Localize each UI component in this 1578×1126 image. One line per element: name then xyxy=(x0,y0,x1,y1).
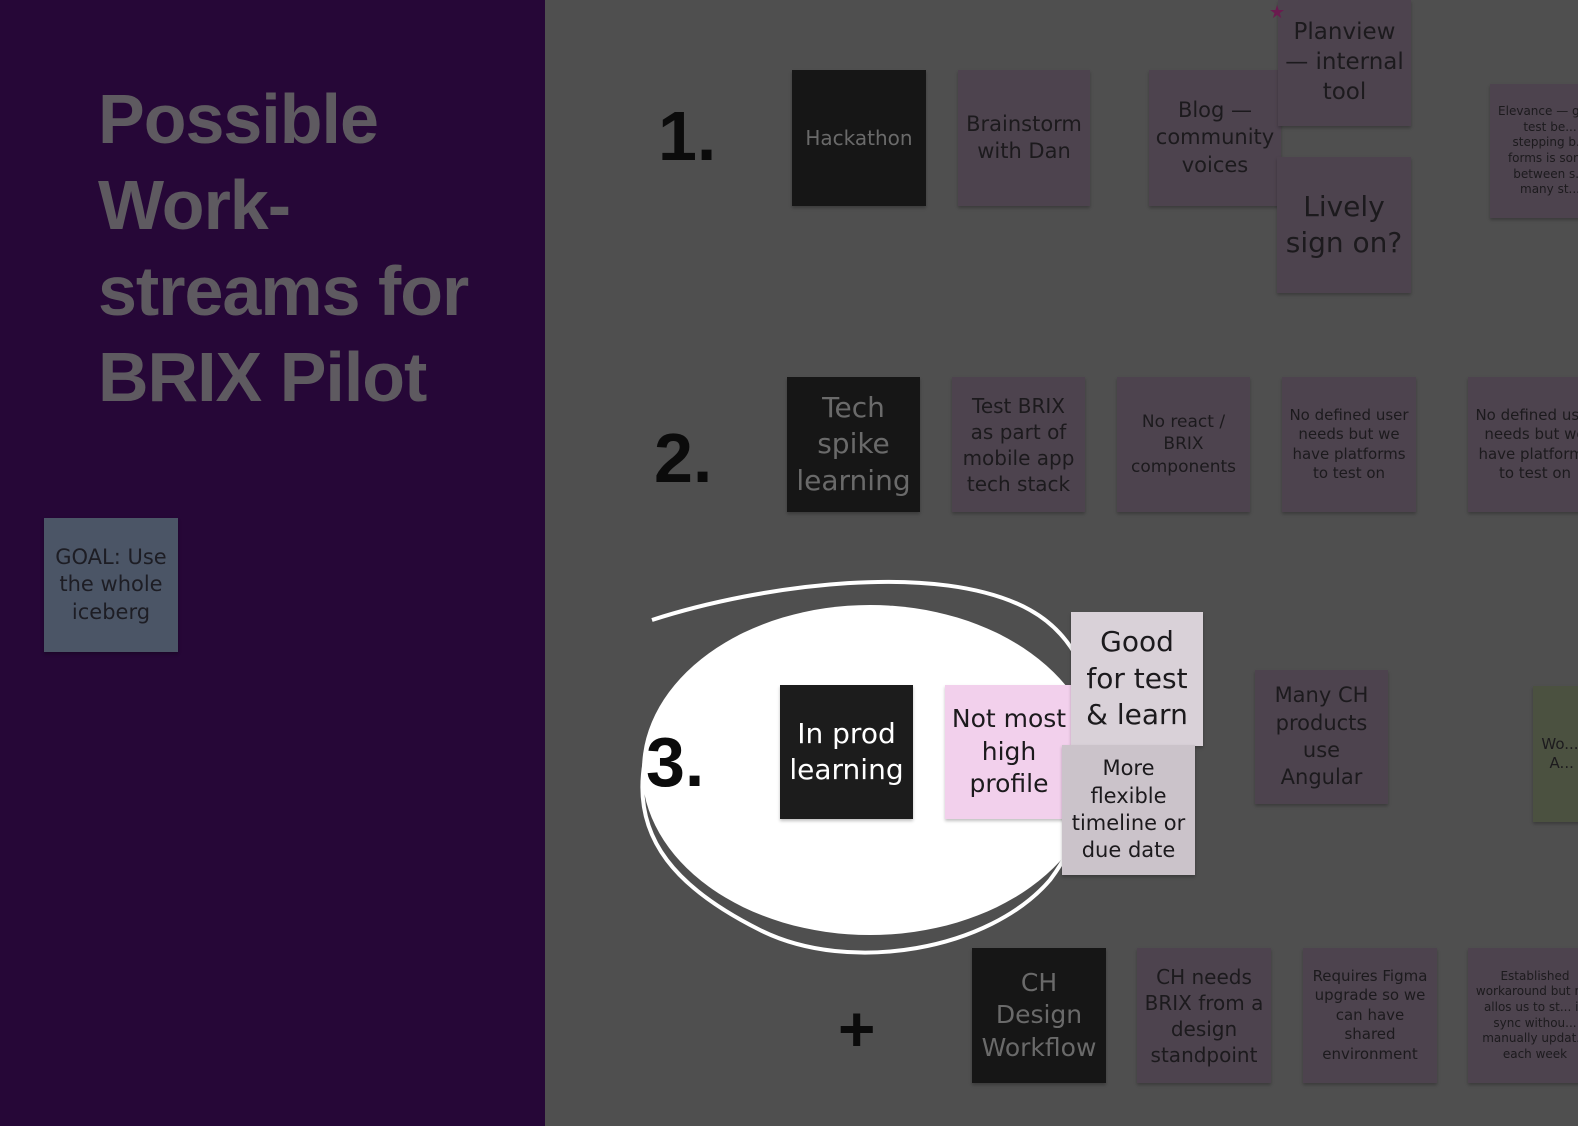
sticky-green[interactable]: Wo... con... A... mo... xyxy=(1533,686,1578,822)
sticky-ch-design[interactable]: CH Design Workflow xyxy=(972,948,1106,1083)
sticky-not-high-profile[interactable]: Not most high profile xyxy=(945,685,1073,819)
sticky-test-brix[interactable]: Test BRIX as part of mobile app tech sta… xyxy=(952,377,1085,512)
sticky-lively[interactable]: Lively sign on? xyxy=(1277,157,1411,293)
sticky-elevance[interactable]: Elevance — good test be... stepping b...… xyxy=(1490,84,1578,218)
row-number-plus: + xyxy=(838,993,876,1065)
row-number-2: 2. xyxy=(654,419,713,497)
sticky-workaround[interactable]: Established workaround but not allos us … xyxy=(1468,948,1578,1083)
sticky-good-test-learn[interactable]: Good for test & learn xyxy=(1071,612,1203,746)
sticky-no-user-needs[interactable]: No defined user needs but we have platfo… xyxy=(1282,377,1416,512)
sticky-hackathon[interactable]: Hackathon xyxy=(792,70,926,206)
sticky-flexible-timeline[interactable]: More flexible timeline or due date xyxy=(1062,745,1195,875)
row-number-1: 1. xyxy=(658,97,717,175)
sticky-figma-upgrade[interactable]: Requires Figma upgrade so we can have sh… xyxy=(1303,948,1437,1083)
board-title: Possible Work-streams for BRIX Pilot xyxy=(98,80,469,416)
sticky-blog[interactable]: Blog — community voices xyxy=(1149,70,1281,206)
sticky-brainstorm[interactable]: Brainstorm with Dan xyxy=(958,70,1090,206)
sticky-tech-spike[interactable]: Tech spike learning xyxy=(787,377,920,512)
star-icon: ★ xyxy=(1269,2,1286,23)
sticky-angular[interactable]: Many CH products use Angular xyxy=(1255,670,1388,804)
sticky-ch-needs-brix[interactable]: CH needs BRIX from a design standpoint xyxy=(1137,948,1271,1083)
row-number-3: 3. xyxy=(646,723,705,801)
sticky-no-react[interactable]: No react / BRIX components xyxy=(1117,377,1250,512)
sticky-no-user-needs-2[interactable]: No defined user needs but we have platfo… xyxy=(1468,377,1578,512)
goal-sticky[interactable]: GOAL: Use the whole iceberg xyxy=(44,518,178,652)
sticky-planview[interactable]: Planview — internal tool xyxy=(1278,0,1411,126)
sticky-in-prod[interactable]: In prod learning xyxy=(780,685,913,819)
